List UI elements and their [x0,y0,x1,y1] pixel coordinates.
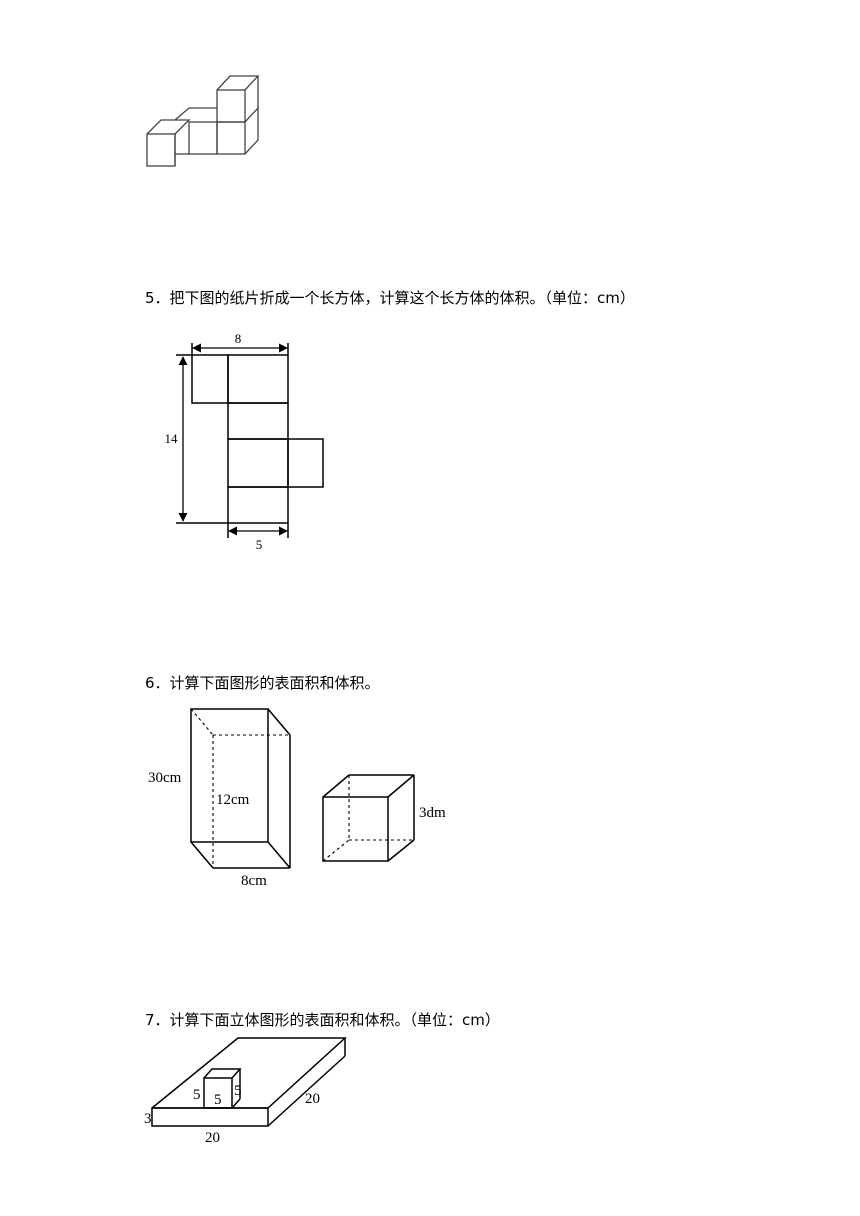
question-7-text: 7．计算下面立体图形的表面积和体积。（单位：cm） [145,1011,500,1029]
label-3dm: 3dm [419,805,446,821]
question-6-text: 6．计算下面图形的表面积和体积。 [145,674,380,692]
label-cube-left-5: 5 [193,1087,201,1103]
label-slab-front-20: 20 [205,1130,220,1146]
label-slab-side-20: 20 [305,1091,320,1107]
label-bottom-5: 5 [256,537,263,552]
label-30cm: 30cm [148,770,182,786]
label-width-8: 8 [235,331,242,346]
label-cube-front-5: 5 [214,1092,222,1108]
label-slab-height-3: 3 [144,1111,152,1127]
label-cube-right-5: 5 [234,1083,242,1099]
label-8cm: 8cm [241,873,267,889]
label-height-14: 14 [165,431,179,446]
question-5-text: 5．把下图的纸片折成一个长方体，计算这个长方体的体积。（单位：cm） [145,289,635,307]
label-12cm: 12cm [216,792,250,808]
